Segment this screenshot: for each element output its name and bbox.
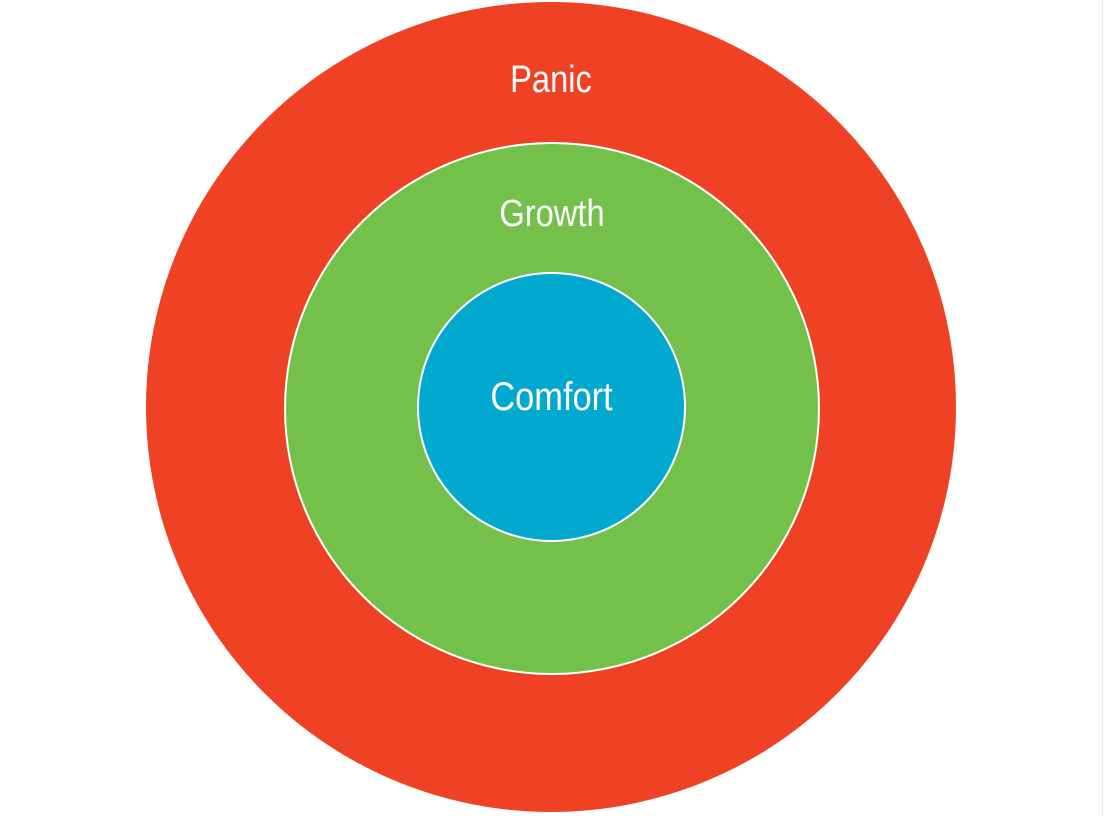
growth-zone-label: Growth — [499, 193, 605, 235]
growth-zone-circle: Growth — [284, 142, 820, 675]
comfort-zone-label: Comfort — [490, 375, 613, 419]
page-edge-divider — [1102, 0, 1103, 816]
panic-zone-label: Panic — [510, 59, 592, 101]
comfort-zone-circle: Comfort — [417, 272, 686, 542]
